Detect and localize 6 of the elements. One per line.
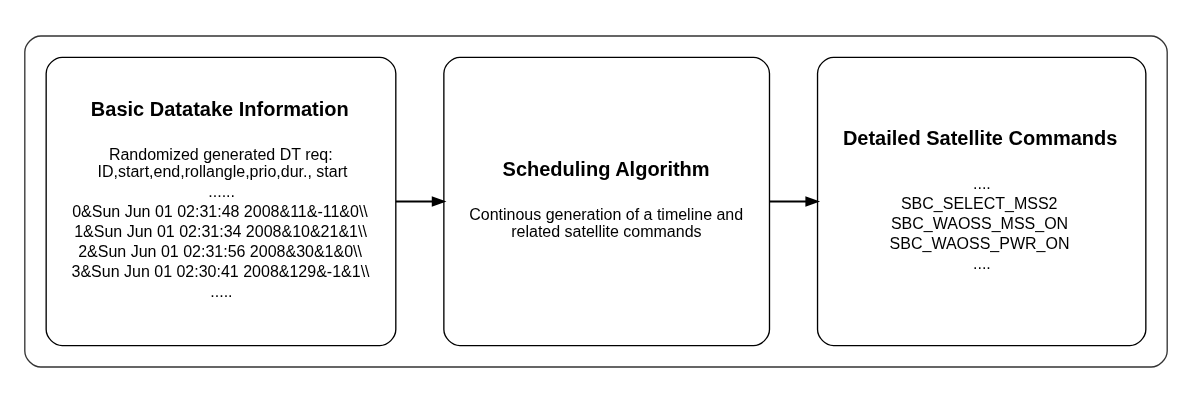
node-box: Scheduling Algorithm Continous generation of a timeline and related satellite commands xyxy=(443,56,771,347)
node-box: Basic Datatake Information Randomized generated DT req: ID,start,end,rollangle,prio,dur., start ...... 0&Sun Jun 01 02:31:48 2008&11&-11&0\\ 1&Sun Jun 01 02:31:34 2008&10&21&1\\ 2&Sun Jun 01 02:31:56 2008&30&1&0\\ 3&Sun Jun 01 02:30:41 2008&129&-1&1\\ ..... xyxy=(45,56,397,347)
arrow xyxy=(394,196,447,207)
node-box: Detailed Satellite Commands .... SBC_SELECT_MSS2 SBC_WAOSS_MSS_ON SBC_WAOSS_PWR_ON .... xyxy=(816,56,1147,347)
cluster xyxy=(24,35,1168,368)
arrow xyxy=(768,196,821,207)
